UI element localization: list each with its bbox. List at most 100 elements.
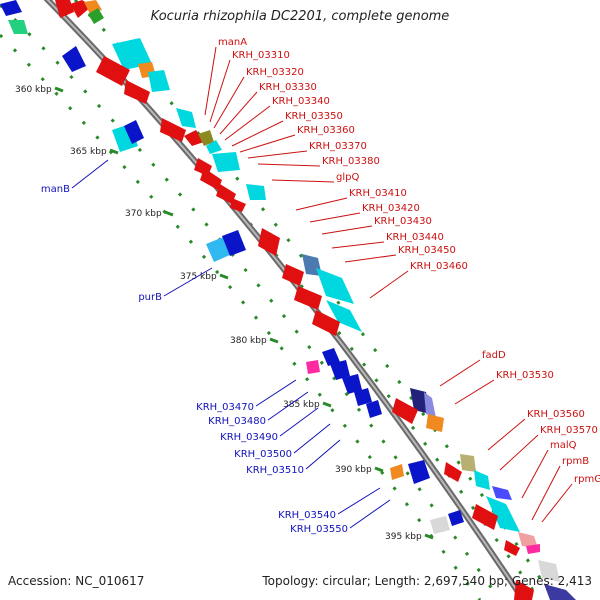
gene-label-leader [239,134,296,153]
gene-block [408,460,430,484]
gene-label: KRH_03560 [527,409,585,420]
minus-strand-features [0,0,464,534]
gene-block [200,168,222,190]
gene-block [538,560,560,582]
gene-label-leader [295,197,348,211]
gene-label-leader [454,379,495,405]
gene-block [96,56,130,86]
scale-label: 395 kbp [385,532,422,542]
gene-block [124,80,150,104]
gene-label-leader [487,418,526,451]
gene-block [282,264,304,286]
gene-block [392,398,418,424]
gene-block [176,108,196,128]
scale-tick [322,401,332,408]
gene-label: KRH_03320 [246,67,304,78]
track-dots-outer-minus [0,33,482,600]
gene-label: KRH_03550 [290,524,348,535]
gene-label: manA [218,37,247,48]
gene-label-leader [163,267,213,297]
gene-label-leader [255,379,297,407]
gene-label-leader [71,159,109,189]
gene-block [444,462,462,482]
gene-label: malQ [550,440,577,451]
gene-block [62,46,86,72]
gene-block [504,540,520,556]
gene-label: KRH_03330 [259,82,317,93]
gene-label-leader [247,150,308,159]
gene-label-leader [499,434,539,471]
scale-label: 380 kbp [230,336,267,346]
gene-label-leader [369,270,409,299]
gene-label-leader [309,212,361,223]
gene-block [206,140,222,154]
scale-tick [109,148,119,155]
gene-label: KRH_03380 [322,156,380,167]
gene-label: fadD [482,350,506,361]
gene-block [424,392,436,418]
gene-block [246,184,266,200]
gene-label: KRH_03430 [374,216,432,227]
gene-block [390,464,404,480]
gene-block [514,580,534,600]
gene-label: KRH_03490 [220,432,278,443]
gene-label: KRH_03540 [278,510,336,521]
gene-label: KRH_03310 [232,50,290,61]
gene-block [294,286,322,310]
gene-label: KRH_03370 [309,141,367,152]
gene-label-leader [305,439,341,470]
gene-label: KRH_03500 [234,449,292,460]
scale-label: 370 kbp [125,209,162,219]
gene-label: KRH_03570 [540,425,598,436]
scale-tick [424,533,434,540]
gene-label: KRH_03440 [386,232,444,243]
gene-label-leader [209,59,231,123]
track-dots-inner-minus [0,3,502,600]
gene-block [330,360,350,380]
accession-text: Accession: NC_010617 [8,574,145,588]
gene-block [460,454,476,472]
gene-label-leader [541,483,573,523]
scale-tick [219,273,229,280]
gene-label-leader [219,91,258,135]
gene-label-leader [267,391,309,421]
map-title: Kocuria rhizophila DC2201, complete geno… [150,9,450,24]
gene-block [526,544,540,554]
gene-block [448,510,464,526]
gene-block [354,388,372,406]
gene-block [306,360,320,374]
gene-block [112,38,152,70]
gene-label: KRH_03360 [297,125,355,136]
gene-block [8,20,28,34]
gene-label-leader [331,241,385,249]
gene-label-leader [279,407,319,437]
gene-block [472,504,498,530]
gene-label-leader [321,225,373,235]
gene-block [430,516,450,534]
gene-block [0,0,22,16]
gene-label-leader [293,423,331,454]
gene-block [230,198,246,212]
gene-label: KRH_03480 [208,416,266,427]
gene-block [148,70,170,92]
scale-tick [54,86,64,93]
gene-label: purB [138,292,162,303]
scale-label: 390 kbp [335,465,372,475]
gene-label-leader [439,359,481,387]
gene-label-leader [204,46,217,116]
scale-label: 365 kbp [70,147,107,157]
gene-block [316,268,354,304]
scale-label: 385 kbp [283,400,320,410]
gene-label: KRH_03340 [272,96,330,107]
gene-block [474,470,490,490]
gene-block [216,184,236,204]
gene-block [518,532,538,548]
genome-summary-text: Topology: circular; Length: 2,697,540 bp… [262,574,592,588]
gene-label: manB [41,184,70,195]
gene-label: KRH_03350 [285,111,343,122]
gene-block [366,400,382,418]
gene-block [312,310,340,336]
gene-block [184,130,204,146]
gene-block [492,486,512,500]
